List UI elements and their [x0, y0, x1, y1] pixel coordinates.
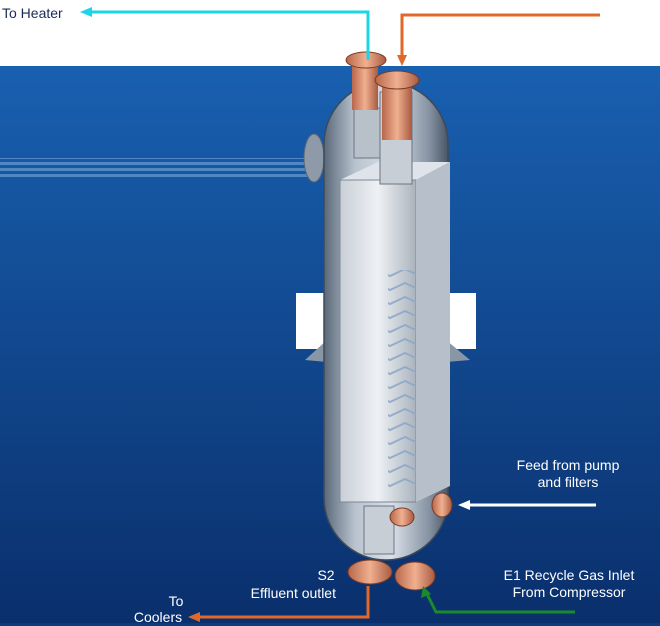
- right-support-lug: [446, 340, 470, 362]
- e2-name-label: Effluent inlet: [425, 46, 502, 62]
- core-side: [416, 162, 450, 502]
- e1-label-1: E1 Recycle Gas Inlet: [503, 567, 635, 583]
- internal-pipe-bottom: [363, 505, 395, 555]
- to-coolers-arrowhead: [188, 612, 200, 622]
- side-nozzle: [303, 133, 325, 183]
- to-coolers-label-2: Coolers: [133, 609, 183, 625]
- feed-nozzle: [431, 492, 453, 518]
- from-reactor-label-2: Reactor: [605, 22, 655, 38]
- to-heater-arrowhead: [80, 7, 92, 17]
- decorative-band: [0, 158, 320, 178]
- s1-code-label: S1: [343, 13, 361, 29]
- s2-nozzle: [347, 559, 393, 585]
- e1-nozzle: [394, 561, 436, 591]
- small-nozzle: [389, 507, 415, 527]
- recycle-gas-arrowhead: [421, 586, 431, 598]
- e2-code-label: E2: [457, 28, 475, 44]
- internal-pipe-top-2: [353, 107, 381, 159]
- recycle-gas-line: [424, 591, 575, 614]
- feed-label-2: and filters: [537, 474, 599, 490]
- e2-nozzle-neck: [382, 80, 412, 140]
- s2-name-label: Effluent outlet: [250, 585, 336, 601]
- from-reactor-label-1: From: [613, 5, 647, 21]
- to-heater-line: [88, 10, 370, 60]
- to-coolers-line: [196, 586, 370, 619]
- core-chevrons: [388, 270, 416, 492]
- to-coolers-label-1: To: [168, 593, 184, 609]
- s1-name-label: Combined Feed Outlet: [219, 31, 360, 47]
- from-reactor-arrowhead: [397, 55, 407, 66]
- left-support-lug: [305, 340, 327, 362]
- e1-label-2: From Compressor: [512, 584, 626, 600]
- s1-nozzle: [345, 51, 387, 69]
- to-heater-label: To Heater: [2, 5, 63, 21]
- feed-arrowhead: [458, 500, 470, 510]
- from-reactor-line: [400, 13, 600, 58]
- e2-nozzle: [374, 70, 420, 90]
- s2-code-label: S2: [317, 567, 335, 583]
- feed-label-1: Feed from pump: [516, 457, 620, 473]
